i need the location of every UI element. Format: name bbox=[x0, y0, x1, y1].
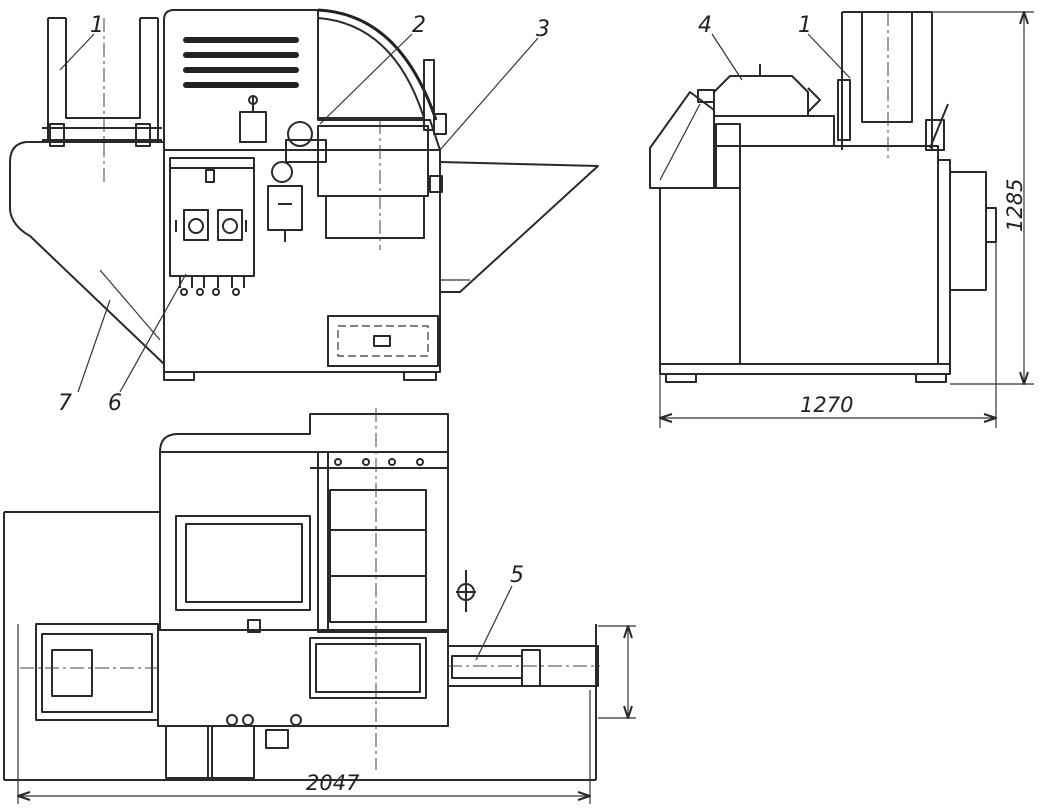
slide-part-5 bbox=[447, 645, 600, 687]
dimension-length-value: 2047 bbox=[306, 771, 360, 795]
dimension-height-value: 1285 bbox=[1003, 179, 1027, 232]
label-part-4: 4 bbox=[698, 13, 712, 38]
label-part-6: 6 bbox=[108, 391, 122, 416]
machine-body-front bbox=[103, 8, 599, 381]
label-part-1-front: 1 bbox=[90, 13, 104, 38]
side-view: 4 1 1285 1270 bbox=[649, 11, 1034, 428]
top-view: 5 2047 bbox=[3, 408, 636, 804]
left-conveyor bbox=[20, 623, 160, 721]
label-part-7: 7 bbox=[58, 391, 72, 416]
chute-part-7 bbox=[9, 141, 165, 365]
control-panel-part-6 bbox=[169, 157, 255, 296]
dimension-slide-height bbox=[598, 625, 636, 719]
front-view-leaders bbox=[59, 33, 539, 393]
label-part-2: 2 bbox=[412, 13, 426, 38]
label-part-1-side: 1 bbox=[798, 13, 812, 38]
roller-part-2 bbox=[287, 121, 313, 147]
dimension-length: 2047 bbox=[17, 624, 591, 804]
dimension-height: 1285 bbox=[932, 11, 1034, 385]
hopper-part-1 bbox=[42, 17, 162, 147]
front-view: 1 2 3 7 6 bbox=[9, 8, 599, 416]
ventilation-grill bbox=[183, 37, 299, 88]
dimension-width: 1270 bbox=[659, 240, 997, 428]
label-part-3: 3 bbox=[536, 17, 550, 42]
head-part-4 bbox=[697, 64, 821, 117]
dimension-width-value: 1270 bbox=[800, 393, 853, 417]
label-part-5: 5 bbox=[510, 563, 524, 588]
hopper-part-1-side bbox=[837, 11, 933, 150]
machine-body-side bbox=[659, 12, 997, 383]
